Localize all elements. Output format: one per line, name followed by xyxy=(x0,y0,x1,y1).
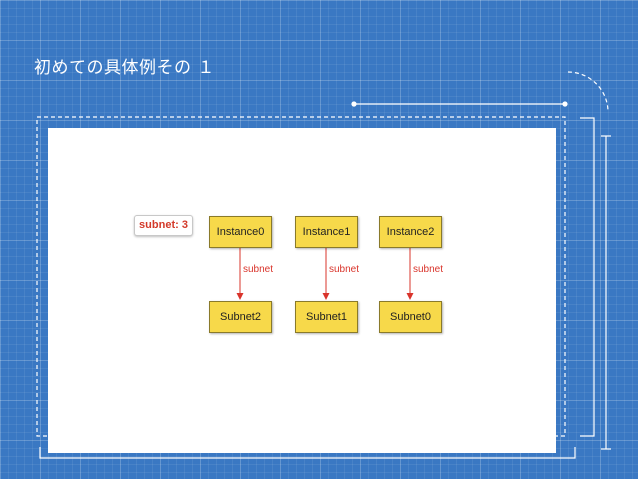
edge-label-1: subnet xyxy=(329,264,360,275)
subnet-node-2: Subnet0 xyxy=(379,301,442,333)
instance-node-2: Instance2 xyxy=(379,216,442,248)
edge-label-2: subnet xyxy=(413,264,444,275)
instance-node-1: Instance1 xyxy=(295,216,358,248)
edge-label-0: subnet xyxy=(243,264,274,275)
subnet-node-0: Subnet2 xyxy=(209,301,272,333)
instance-node-0: Instance0 xyxy=(209,216,272,248)
edges-layer xyxy=(236,248,414,300)
subnet-count-tag: subnet: 3 xyxy=(134,215,193,236)
subnet-node-1: Subnet1 xyxy=(295,301,358,333)
diagram-panel: subnet: 3 Instance0 Instance1 Instance2 … xyxy=(48,128,556,453)
slide-title: 初めての具体例その １ xyxy=(34,58,215,78)
